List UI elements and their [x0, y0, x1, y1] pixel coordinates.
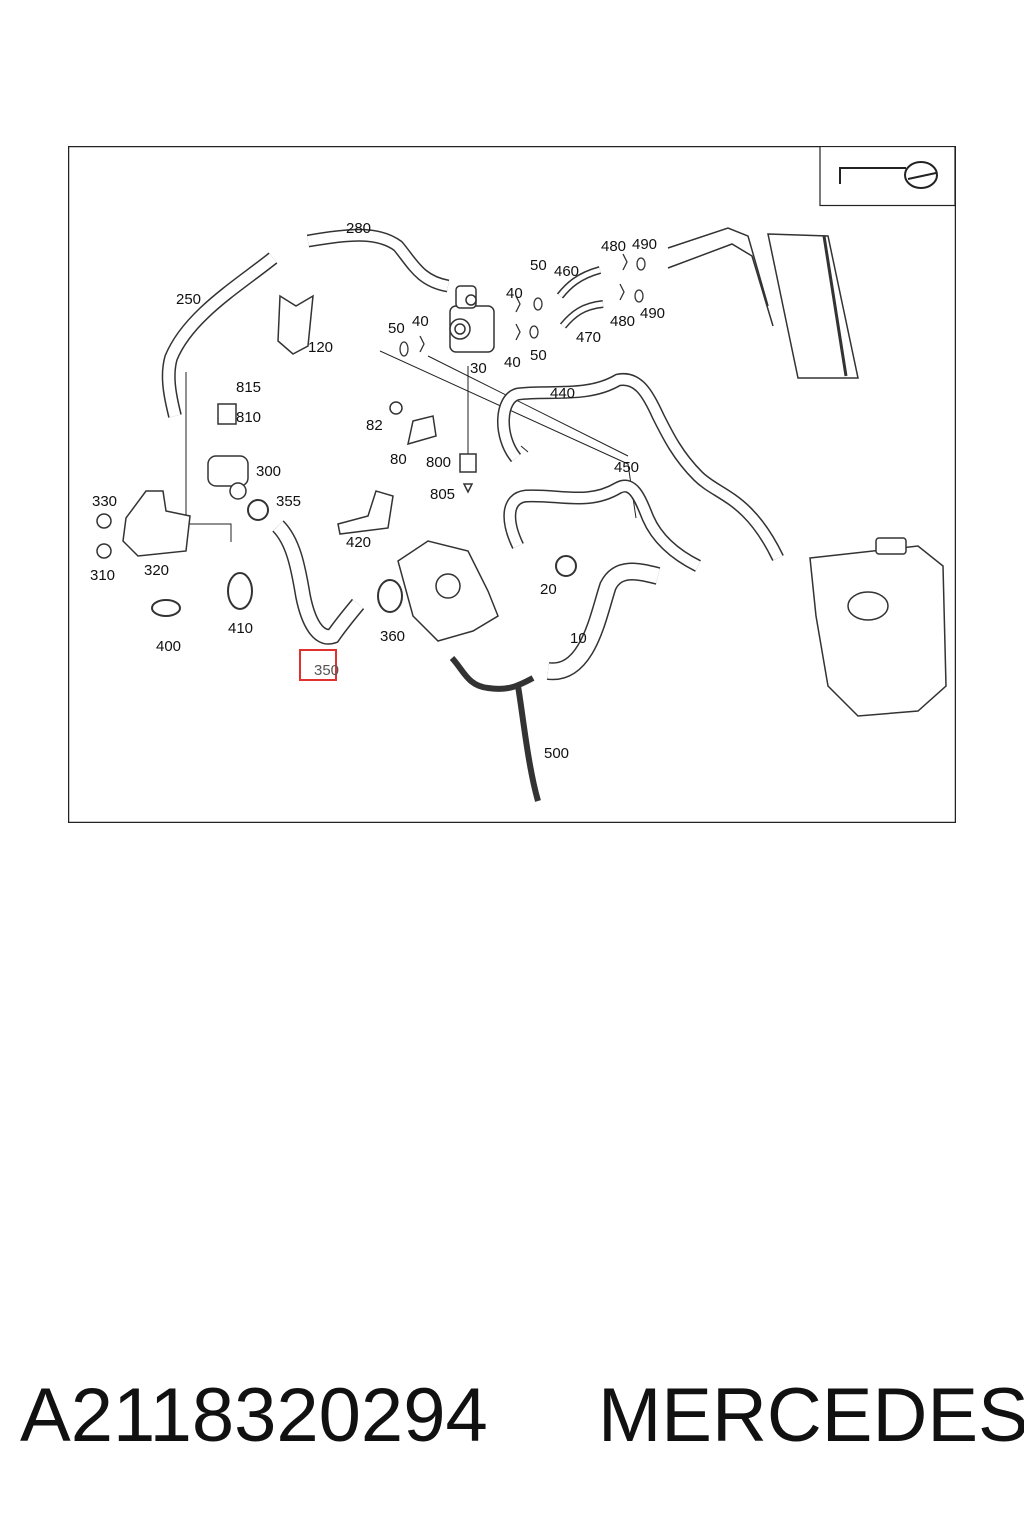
clip-420	[337, 490, 394, 535]
label-490-a: 490	[632, 236, 657, 253]
label-810: 810	[236, 409, 261, 426]
label-410: 410	[228, 620, 253, 637]
label-310: 310	[90, 567, 115, 584]
label-350: 350	[314, 662, 339, 679]
highlight-box-350	[299, 649, 337, 681]
heater-core	[667, 227, 859, 379]
label-30: 30	[470, 360, 487, 377]
hoses-460-470-inner	[558, 267, 604, 328]
footer-caption: A2118320294 MERCEDES	[20, 1372, 1024, 1472]
label-40-b: 40	[506, 285, 523, 302]
label-460: 460	[554, 263, 579, 280]
valve-30	[449, 285, 495, 353]
expansion-tank	[809, 537, 947, 717]
label-80: 80	[390, 451, 407, 468]
label-120: 120	[308, 339, 333, 356]
hose-440	[497, 372, 784, 561]
label-300: 300	[256, 463, 281, 480]
label-330: 330	[92, 493, 117, 510]
bracket-320	[96, 490, 191, 559]
label-50-a: 50	[388, 320, 405, 337]
label-20: 20	[540, 581, 557, 598]
label-490-b: 490	[640, 305, 665, 322]
label-360: 360	[380, 628, 405, 645]
label-320: 320	[144, 562, 169, 579]
sensor-800	[459, 453, 477, 494]
o-rings-and-clips	[399, 253, 646, 357]
label-815: 815	[236, 379, 261, 396]
label-50-b: 50	[530, 257, 547, 274]
label-10: 10	[570, 630, 587, 647]
label-480-a: 480	[601, 238, 626, 255]
label-470: 470	[576, 329, 601, 346]
pump-300	[207, 403, 249, 500]
label-40-c: 40	[504, 354, 521, 371]
hose-10	[546, 562, 661, 681]
hose-350	[271, 520, 365, 645]
label-450: 450	[614, 459, 639, 476]
label-440: 440	[550, 385, 575, 402]
label-800: 800	[426, 454, 451, 471]
label-500: 500	[544, 745, 569, 762]
parts-diagram-svg: 250 280 120 815 810 300 355 330 310 320 …	[68, 146, 956, 823]
water-pump-housing	[397, 540, 499, 642]
vehicle-orientation-icon	[819, 146, 956, 207]
label-355: 355	[276, 493, 301, 510]
part-labels: 250 280 120 815 810 300 355 330 310 320 …	[90, 220, 665, 762]
pipe-500	[449, 655, 541, 802]
label-480-b: 480	[610, 313, 635, 330]
brand-name: MERCEDES	[598, 1373, 1024, 1458]
hose-280	[306, 228, 450, 293]
label-280: 280	[346, 220, 371, 237]
parts-diagram: 250 280 120 815 810 300 355 330 310 320 …	[68, 146, 956, 823]
holder-120	[277, 294, 314, 355]
hose-450	[503, 479, 701, 572]
bracket-80	[389, 401, 437, 446]
label-805: 805	[430, 486, 455, 503]
label-400: 400	[156, 638, 181, 655]
hose-clamps	[151, 499, 577, 617]
part-number: A2118320294	[20, 1373, 488, 1458]
hose-250	[161, 252, 278, 418]
label-40-a: 40	[412, 313, 429, 330]
label-250: 250	[176, 291, 201, 308]
label-82: 82	[366, 417, 383, 434]
label-420: 420	[346, 534, 371, 551]
label-50-c: 50	[530, 347, 547, 364]
